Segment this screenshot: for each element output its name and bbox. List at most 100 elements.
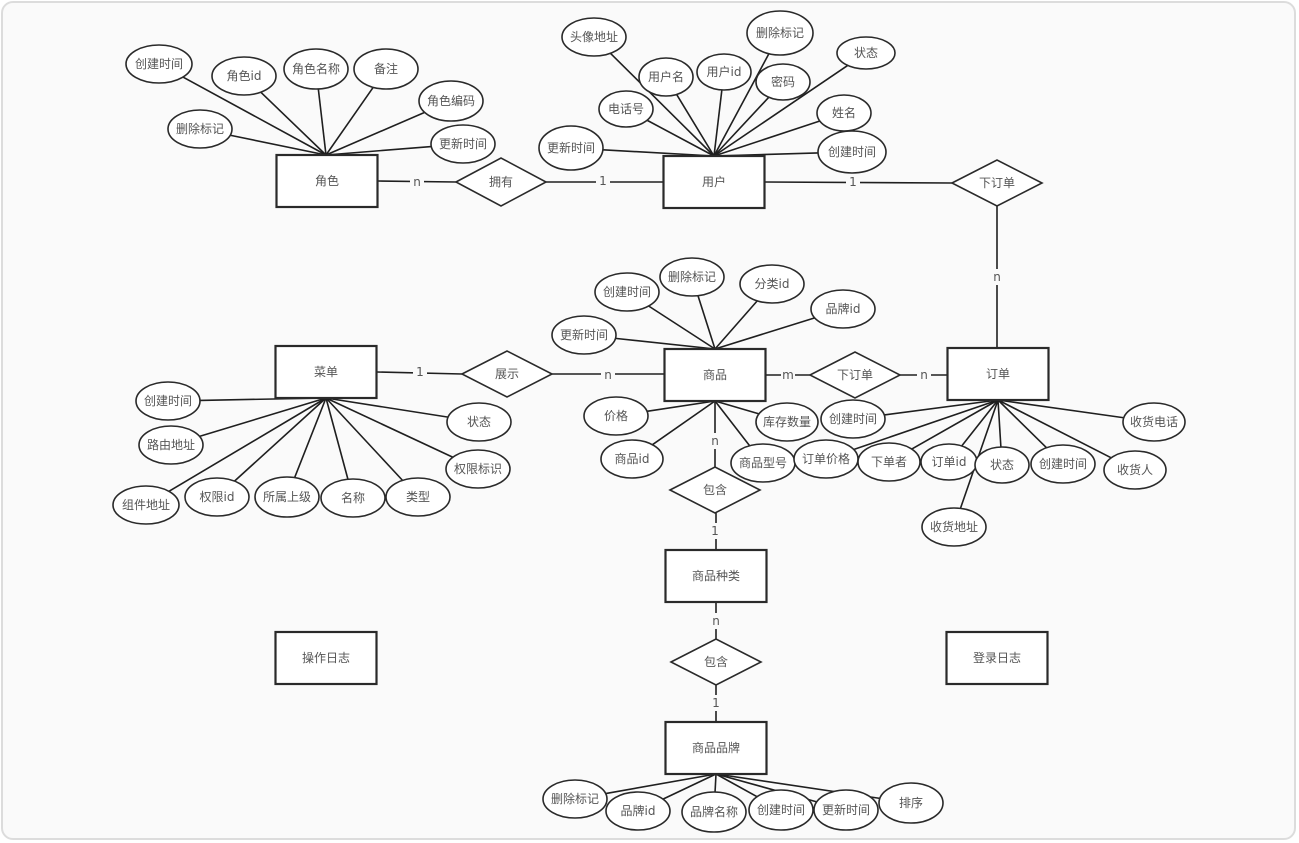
attr-connector-role-1 xyxy=(260,91,327,156)
attribute-label: 创建时间 xyxy=(135,57,183,71)
attribute-menu-0[interactable]: 创建时间 xyxy=(135,381,201,421)
relationship-contain1[interactable]: 包含 xyxy=(668,466,762,514)
attribute-brand-0[interactable]: 删除标记 xyxy=(542,779,608,819)
cardinality-label: 1 xyxy=(599,174,607,188)
relationship-prod_order[interactable]: 下订单 xyxy=(808,351,902,399)
attribute-user-7[interactable]: 姓名 xyxy=(816,94,872,132)
relationship-display[interactable]: 展示 xyxy=(460,350,554,398)
attribute-order-2[interactable]: 下单者 xyxy=(857,442,921,482)
entity-menu[interactable]: 菜单 xyxy=(274,344,378,400)
attribute-user-6[interactable]: 电话号 xyxy=(598,90,654,128)
entity-category[interactable]: 商品种类 xyxy=(664,548,768,604)
attribute-product-2[interactable]: 删除标记 xyxy=(659,257,725,297)
attribute-menu-1[interactable]: 路由地址 xyxy=(138,425,204,465)
attribute-product-8[interactable]: 商品型号 xyxy=(730,443,796,483)
attribute-product-0[interactable]: 更新时间 xyxy=(551,315,617,355)
attribute-role-6[interactable]: 更新时间 xyxy=(430,124,496,164)
entity-user[interactable]: 用户 xyxy=(662,154,766,210)
relationship-label: 下订单 xyxy=(837,368,873,382)
attribute-ellipse xyxy=(561,17,627,57)
attribute-product-1[interactable]: 创建时间 xyxy=(594,272,660,312)
cardinality-display-to_card: n xyxy=(601,367,615,383)
relationship-own[interactable]: 拥有 xyxy=(454,157,548,207)
attribute-label: 创建时间 xyxy=(757,803,805,817)
attribute-label: 路由地址 xyxy=(147,437,195,452)
attribute-brand-2[interactable]: 品牌名称 xyxy=(681,791,747,833)
attribute-label: 状态 xyxy=(467,415,491,429)
attribute-user-0[interactable]: 头像地址 xyxy=(561,17,627,57)
cardinality-user_order-to_card: n xyxy=(990,269,1004,285)
attribute-order-5[interactable]: 状态 xyxy=(974,446,1030,484)
cardinality-contain1-to_card: 1 xyxy=(708,523,722,539)
attribute-ellipse xyxy=(167,109,233,149)
attribute-menu-4[interactable]: 所属上级 xyxy=(254,476,320,518)
attribute-user-1[interactable]: 用户名 xyxy=(638,57,694,97)
attribute-menu-7[interactable]: 权限标识 xyxy=(445,449,511,489)
attr-connector-role-4 xyxy=(325,111,425,156)
attribute-menu-2[interactable]: 组件地址 xyxy=(112,485,180,525)
attribute-menu-8[interactable]: 状态 xyxy=(446,402,512,442)
attribute-role-4[interactable]: 角色编码 xyxy=(418,80,484,122)
attribute-brand-3[interactable]: 创建时间 xyxy=(748,789,814,831)
attr-connector-user-2 xyxy=(713,89,723,157)
entity-box xyxy=(274,630,378,686)
attribute-menu-5[interactable]: 名称 xyxy=(320,478,386,518)
attribute-order-4[interactable]: 收货地址 xyxy=(921,507,987,547)
attribute-role-5[interactable]: 删除标记 xyxy=(167,109,233,149)
attribute-order-1[interactable]: 订单价格 xyxy=(793,439,859,479)
attribute-user-2[interactable]: 用户id xyxy=(696,53,752,91)
attribute-brand-1[interactable]: 品牌id xyxy=(605,791,671,831)
attr-connector-brand-3 xyxy=(715,773,758,798)
attribute-order-7[interactable]: 收货人 xyxy=(1103,450,1167,490)
attribute-user-8[interactable]: 更新时间 xyxy=(538,125,604,171)
attribute-user-5[interactable]: 密码 xyxy=(755,63,811,101)
attribute-user-4[interactable]: 状态 xyxy=(836,36,896,70)
entity-order[interactable]: 订单 xyxy=(946,346,1050,402)
entity-box xyxy=(945,630,1049,686)
entity-label: 商品 xyxy=(703,367,727,382)
attribute-ellipse xyxy=(696,53,752,91)
attr-connector-order-5 xyxy=(997,399,1002,448)
attribute-product-7[interactable]: 库存数量 xyxy=(755,402,819,442)
attribute-label: 电话号 xyxy=(608,102,644,116)
relationship-contain2[interactable]: 包含 xyxy=(669,638,763,686)
attribute-order-3[interactable]: 订单id xyxy=(920,443,978,481)
attribute-menu-3[interactable]: 权限id xyxy=(184,477,250,517)
entity-label: 操作日志 xyxy=(302,650,350,665)
entity-oplog[interactable]: 操作日志 xyxy=(274,630,378,686)
relationship-user_order[interactable]: 下订单 xyxy=(950,159,1044,207)
entity-product[interactable]: 商品 xyxy=(663,347,767,403)
attribute-label: 创建时间 xyxy=(603,285,651,299)
attribute-brand-5[interactable]: 排序 xyxy=(878,782,944,824)
entity-loginlog[interactable]: 登录日志 xyxy=(945,630,1049,686)
attribute-product-6[interactable]: 商品id xyxy=(600,439,664,479)
attribute-label: 创建时间 xyxy=(828,145,876,159)
attribute-user-3[interactable]: 删除标记 xyxy=(746,10,814,56)
entity-label: 商品种类 xyxy=(692,568,740,583)
attribute-product-3[interactable]: 分类id xyxy=(739,264,805,304)
relationship-diamond xyxy=(460,350,554,398)
entity-role[interactable]: 角色 xyxy=(275,153,379,209)
attribute-role-2[interactable]: 角色名称 xyxy=(283,48,349,90)
attr-connector-order-6 xyxy=(997,399,1048,449)
cardinality-label: n xyxy=(413,175,421,189)
attr-connector-order-3 xyxy=(961,399,999,447)
attr-connector-order-1 xyxy=(853,399,999,451)
attribute-role-1[interactable]: 角色id xyxy=(211,56,277,96)
attribute-ellipse xyxy=(605,791,671,831)
attribute-product-4[interactable]: 品牌id xyxy=(810,289,876,329)
attribute-product-5[interactable]: 价格 xyxy=(583,396,649,436)
attribute-role-0[interactable]: 创建时间 xyxy=(125,44,193,84)
attribute-order-8[interactable]: 收货电话 xyxy=(1122,402,1186,442)
attribute-brand-4[interactable]: 更新时间 xyxy=(813,789,879,831)
attr-connector-product-8 xyxy=(714,400,751,447)
attribute-order-6[interactable]: 创建时间 xyxy=(1030,444,1096,484)
attr-connector-product-3 xyxy=(714,300,758,350)
attribute-order-0[interactable]: 创建时间 xyxy=(820,399,886,439)
attribute-menu-6[interactable]: 类型 xyxy=(385,477,451,517)
entity-brand[interactable]: 商品品牌 xyxy=(664,720,768,776)
attribute-role-3[interactable]: 备注 xyxy=(353,48,419,90)
attribute-label: 密码 xyxy=(771,74,795,89)
attribute-user-9[interactable]: 创建时间 xyxy=(817,130,887,174)
entity-label: 角色 xyxy=(315,174,339,188)
